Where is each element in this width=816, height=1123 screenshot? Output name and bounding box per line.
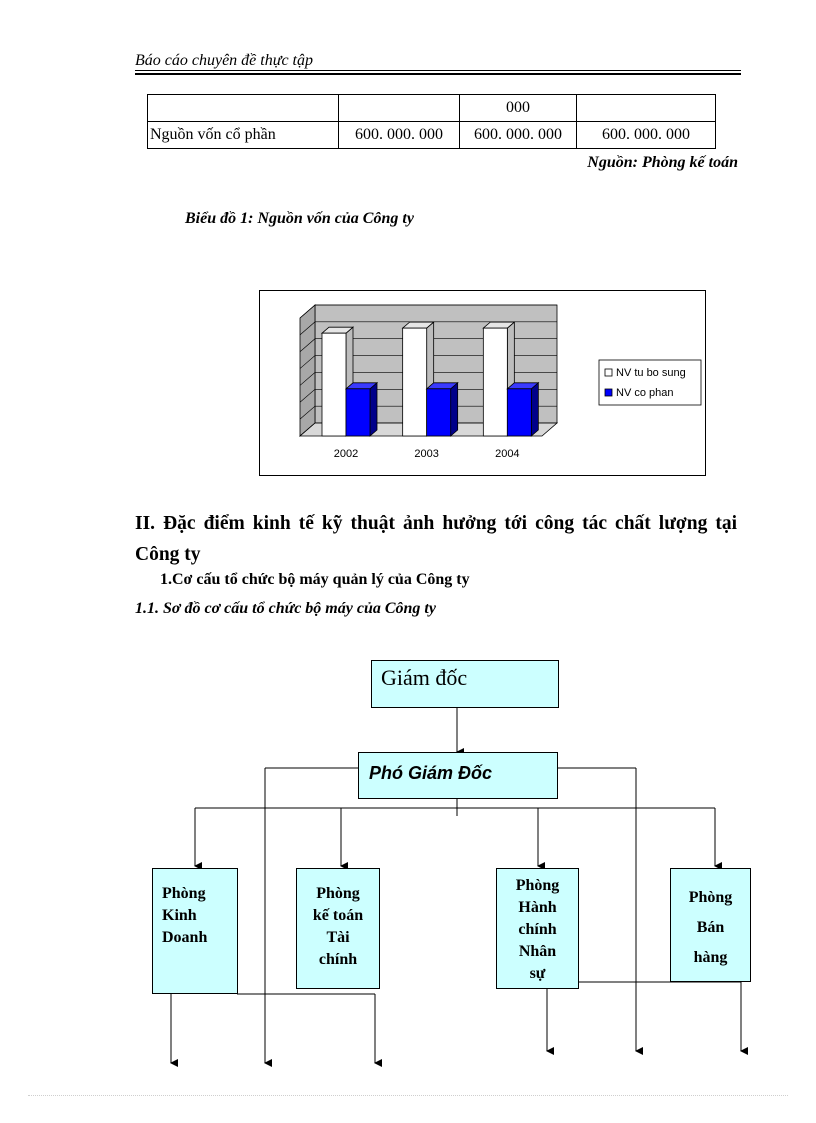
chart-legend-swatch [604, 368, 613, 377]
table-cell: 600. 000. 000 [459, 121, 577, 149]
chart-legend-swatch [604, 388, 613, 397]
running-header: Báo cáo chuyên đề thực tập [135, 52, 313, 69]
bar-chart: 2002 2003 2004 NV tu bo sung NV co phan [298, 304, 702, 460]
page-footer-line [28, 1095, 788, 1096]
dept-label-line: Bán [696, 919, 725, 936]
chart-gridline [299, 321, 557, 336]
chart-bar [321, 332, 347, 437]
dept-label-line: Tài [326, 929, 350, 946]
chart-bar [345, 388, 371, 437]
dept-label-line: chính [318, 951, 358, 968]
header-rule-bottom [135, 73, 741, 75]
chart-bar [506, 388, 532, 437]
dept-label-line: Nhân [518, 943, 557, 960]
deputy-box: Phó Giám Đốc [358, 752, 558, 799]
dept-label-line: sự [529, 965, 546, 982]
chart-bar [426, 388, 452, 437]
dept-box-business: Phòng Kinh Doanh [152, 868, 238, 994]
dept-label-line: kế toán [312, 907, 364, 924]
table-row: 000 [147, 94, 716, 122]
chart-tick-label: 2003 [414, 448, 438, 460]
chart-gridline [299, 372, 557, 386]
table-cell: 600. 000. 000 [576, 121, 716, 149]
deputy-label: Phó Giám Đốc [369, 763, 493, 783]
dept-label-line: Phòng [515, 877, 560, 894]
capital-table: 000 Nguồn vốn cổ phần 600. 000. 000 600.… [147, 94, 716, 149]
dept-label-line: hàng [693, 949, 728, 966]
table-cell: Nguồn vốn cổ phần [147, 121, 339, 149]
chart-gridline [299, 304, 557, 319]
dept-label-line: Kinh [162, 907, 197, 924]
chart-gridline [299, 355, 557, 369]
chart-gridline [299, 388, 557, 403]
table-cell: 000 [459, 94, 577, 122]
chart-gridline [299, 405, 557, 420]
table-cell: 600. 000. 000 [338, 121, 460, 149]
section-heading: II. Đặc điểm kinh tế kỹ thuật ảnh hưởng … [135, 513, 737, 565]
chart-bar [482, 327, 508, 437]
table-cell [576, 94, 716, 122]
dept-label-line: Hành [518, 899, 557, 916]
table-source: Nguồn: Phòng kế toán [587, 154, 738, 171]
chart-caption: Biểu đồ 1: Nguồn vốn của Công ty [185, 210, 414, 227]
subsubheading: 1.1. Sơ đồ cơ cấu tổ chức bộ máy của Côn… [135, 600, 436, 617]
dept-box-finance: Phòng kế toán Tài chính [296, 868, 380, 989]
chart-legend-box [598, 359, 702, 406]
chart-tick-label: 2004 [495, 448, 519, 460]
chart-frame: 2002 2003 2004 NV tu bo sung NV co phan [259, 290, 706, 476]
subheading: 1.Cơ cấu tổ chức bộ máy quản lý của Công… [160, 571, 470, 588]
director-label: Giám đốc [381, 665, 468, 690]
director-box: Giám đốc [371, 660, 559, 708]
chart-legend-label: NV tu bo sung [616, 367, 686, 379]
dept-box-hr: Phòng Hành chính Nhân sự [496, 868, 579, 989]
dept-label-line: chính [518, 921, 557, 938]
chart-legend-label: NV co phan [616, 387, 673, 399]
dept-box-sales: Phòng Bán hàng [670, 868, 751, 982]
dept-label-line: Phòng [316, 885, 360, 902]
chart-gridline [299, 422, 557, 437]
header-rule-top [135, 70, 741, 71]
chart-tick-label: 2002 [334, 448, 358, 460]
chart-bar [402, 327, 428, 437]
chart-gridline [299, 338, 557, 352]
dept-label-line: Doanh [162, 929, 208, 946]
dept-label-line: Phòng [162, 885, 206, 902]
dept-label-line: Phòng [688, 889, 733, 906]
table-cell [338, 94, 460, 122]
table-row: Nguồn vốn cổ phần 600. 000. 000 600. 000… [147, 121, 716, 149]
